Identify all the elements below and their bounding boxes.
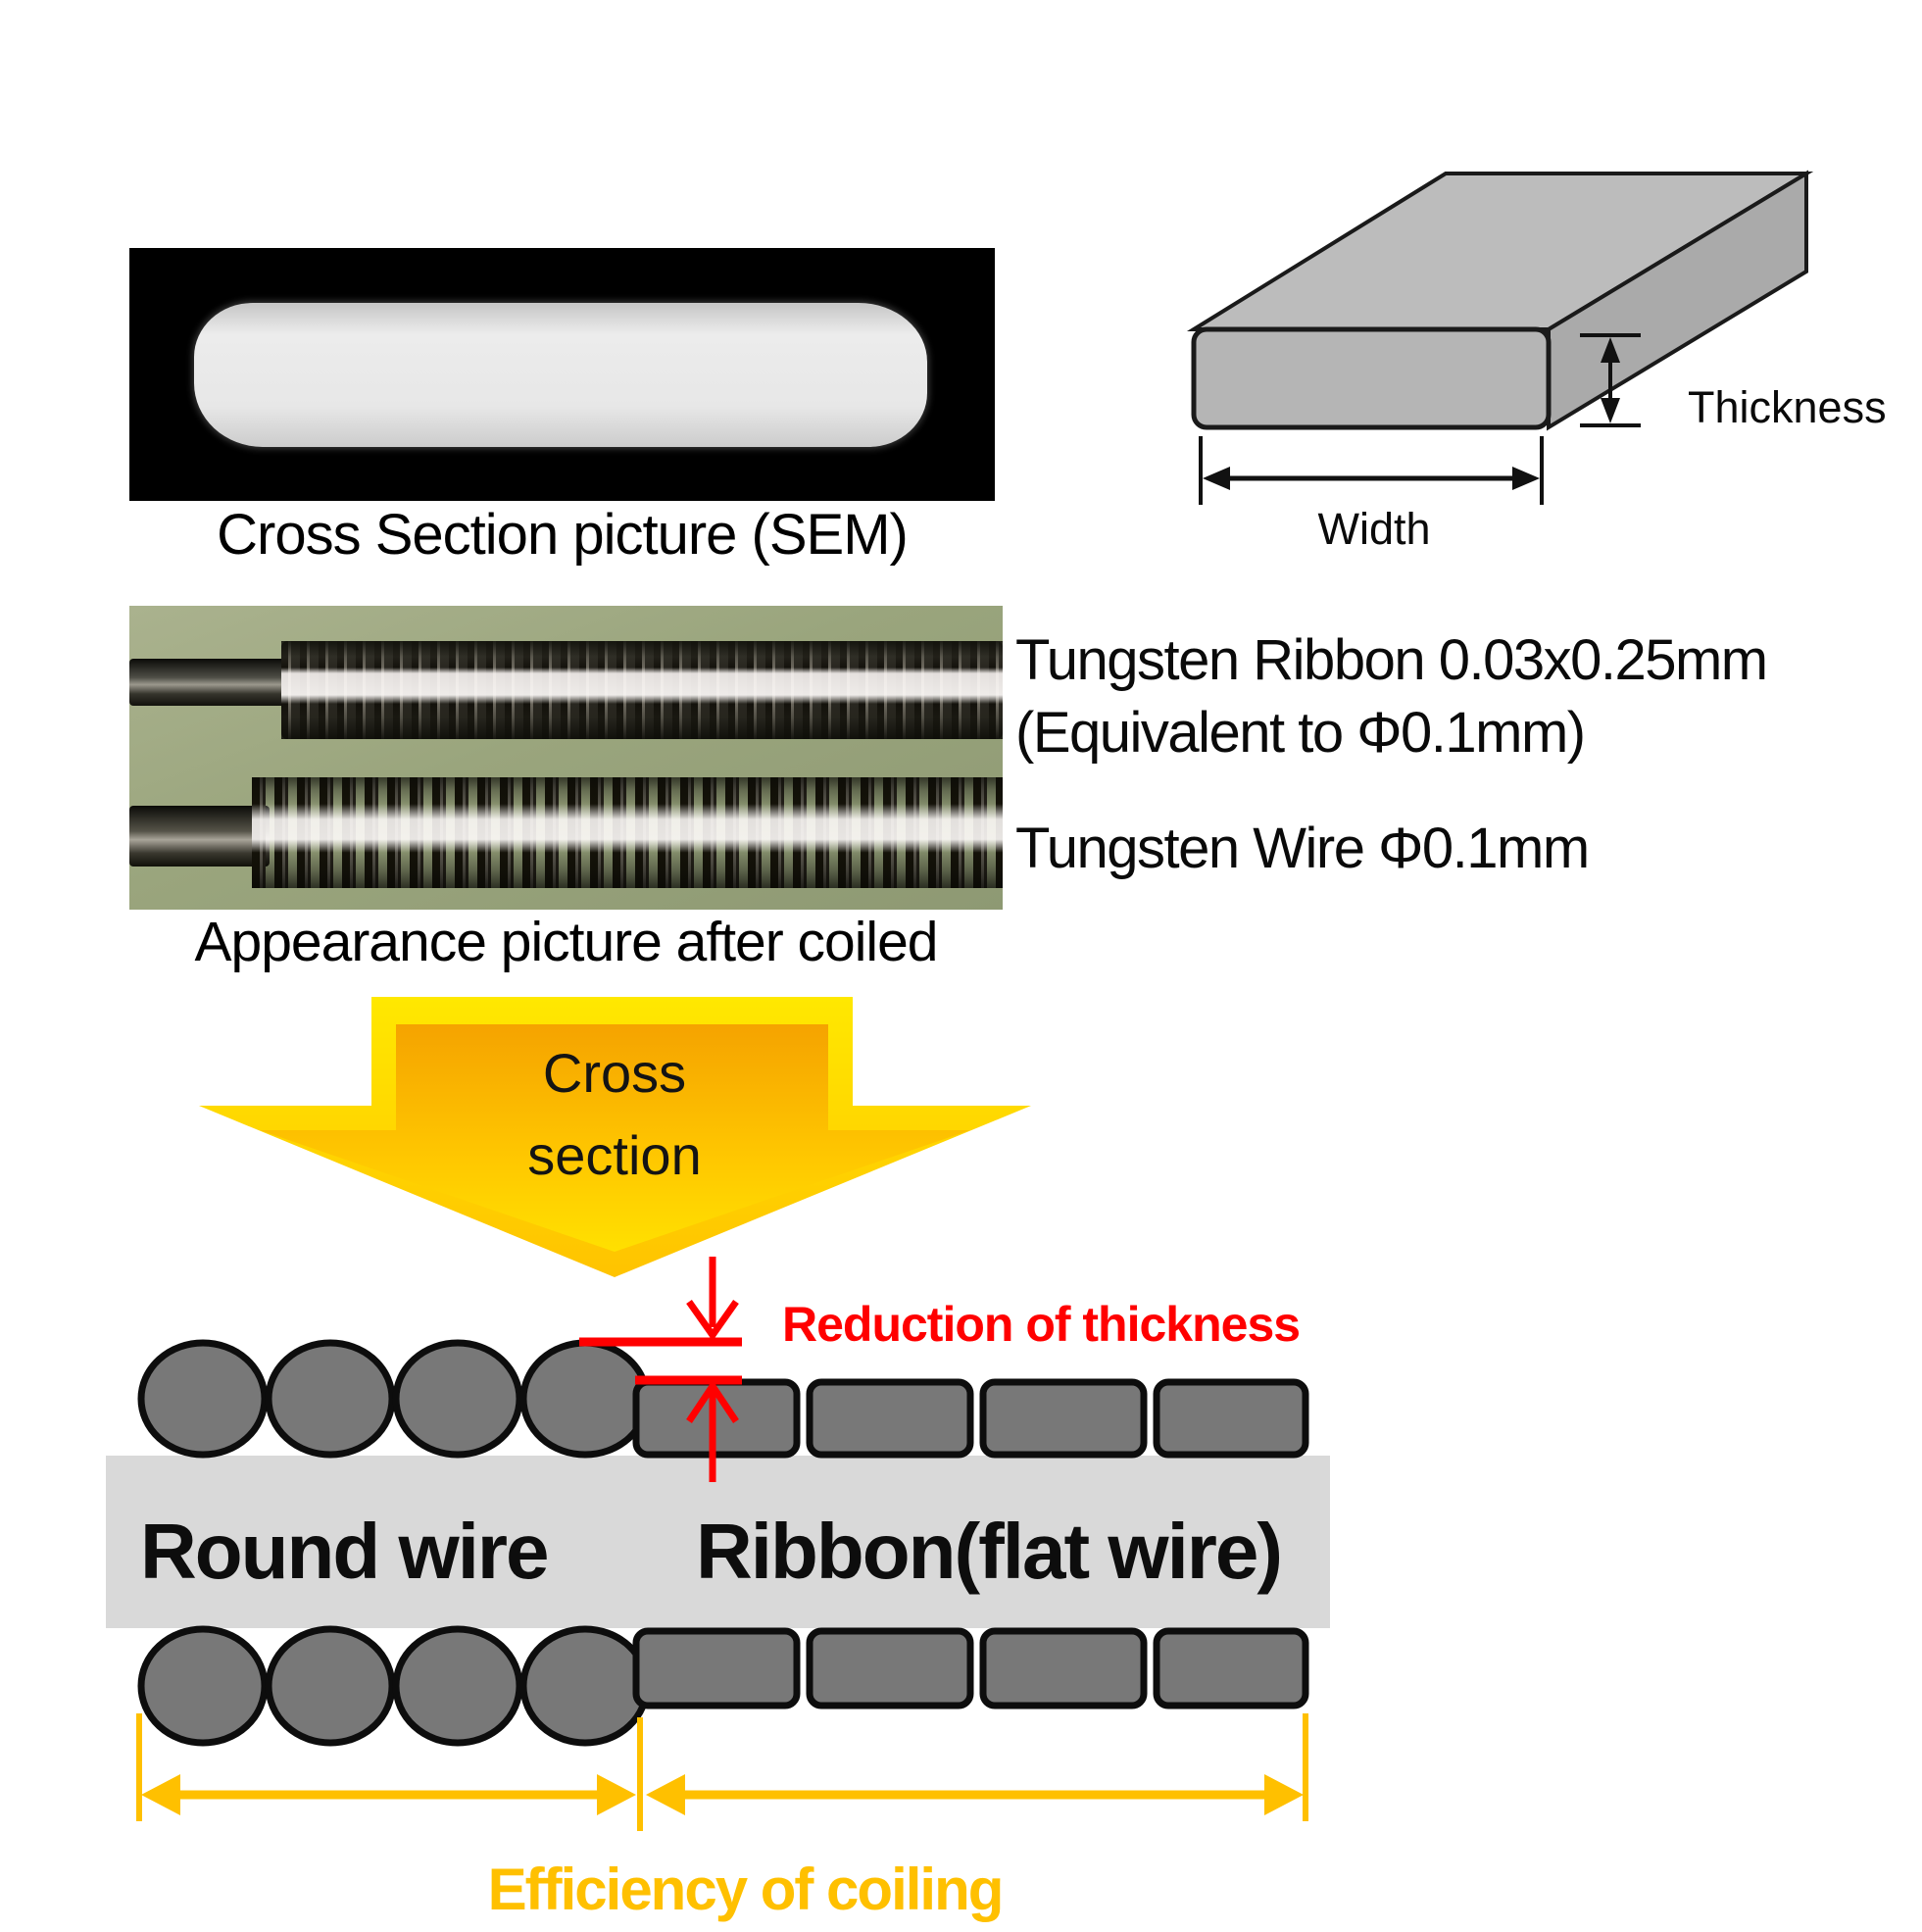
ribbon-section bbox=[632, 1627, 801, 1709]
round-wire-section bbox=[265, 1625, 396, 1747]
round-wire-section bbox=[137, 1339, 269, 1459]
efficiency-arrowhead-icon bbox=[1264, 1774, 1304, 1815]
ribbon-section bbox=[806, 1378, 974, 1459]
efficiency-arrowhead-icon bbox=[646, 1774, 685, 1815]
cross-section-arrow bbox=[199, 997, 1031, 1277]
round-wire-section bbox=[519, 1339, 651, 1459]
sem-image bbox=[129, 248, 995, 501]
reduction-down-arrowhead-icon bbox=[686, 1299, 739, 1342]
ribbon-front-face bbox=[1191, 326, 1552, 430]
ribbon-coil bbox=[281, 641, 1003, 739]
comparison-band bbox=[106, 1456, 1330, 1628]
coil-photo bbox=[129, 606, 1003, 910]
ribbon-section bbox=[979, 1378, 1148, 1459]
round-wire-label: Round wire bbox=[140, 1508, 550, 1595]
ribbon-section bbox=[979, 1627, 1148, 1709]
round-wire-section bbox=[519, 1625, 651, 1747]
ribbon-section bbox=[806, 1627, 974, 1709]
reduction-up-arrowhead-icon bbox=[686, 1379, 739, 1423]
tungsten-wire-label: Tungsten Wire Φ0.1mm bbox=[1015, 817, 1590, 880]
thickness-arrowhead-up-icon bbox=[1601, 337, 1620, 363]
efficiency-of-coiling-label: Efficiency of coiling bbox=[487, 1857, 1005, 1922]
coil-photo-caption: Appearance picture after coiled bbox=[194, 911, 939, 973]
round-wire-coil bbox=[252, 777, 1003, 888]
ribbon-section bbox=[1153, 1627, 1309, 1709]
thickness-label: Thickness bbox=[1688, 382, 1887, 432]
ribbon-coil-lead-wire bbox=[129, 659, 299, 706]
thickness-arrowhead-down-icon bbox=[1601, 398, 1620, 423]
arrow-inner-shape bbox=[260, 1024, 970, 1252]
ribbon-section bbox=[632, 1378, 801, 1459]
width-arrowhead-right-icon bbox=[1512, 467, 1540, 490]
efficiency-arrowhead-icon bbox=[141, 1774, 180, 1815]
cross-section-arrow-text-line1: Cross bbox=[542, 1042, 687, 1104]
round-wire-section bbox=[265, 1339, 396, 1459]
cross-section-arrow-text-line2: section bbox=[527, 1124, 702, 1186]
ribbon-coil-highlight bbox=[281, 641, 1003, 739]
ribbon-3d-schematic bbox=[1186, 170, 1814, 505]
reduction-of-thickness-label: Reduction of thickness bbox=[782, 1297, 1301, 1352]
efficiency-arrowhead-icon bbox=[597, 1774, 636, 1815]
width-label: Width bbox=[1317, 504, 1431, 554]
tungsten-ribbon-label-line2: (Equivalent to Φ0.1mm) bbox=[1015, 701, 1586, 765]
round-coil-lead-wire bbox=[129, 806, 270, 867]
tungsten-ribbon-label-line1: Tungsten Ribbon 0.03x0.25mm bbox=[1015, 628, 1768, 692]
round-wire-section bbox=[392, 1339, 523, 1459]
ribbon-flat-wire-label: Ribbon(flat wire) bbox=[696, 1508, 1283, 1595]
width-arrowhead-left-icon bbox=[1203, 467, 1230, 490]
round-wire-section bbox=[137, 1625, 269, 1747]
round-wire-section bbox=[392, 1625, 523, 1747]
round-coil-highlight bbox=[252, 777, 1003, 888]
ribbon-cross-section-shape bbox=[194, 303, 927, 447]
sem-caption: Cross Section picture (SEM) bbox=[217, 503, 909, 567]
ribbon-section bbox=[1153, 1378, 1309, 1459]
